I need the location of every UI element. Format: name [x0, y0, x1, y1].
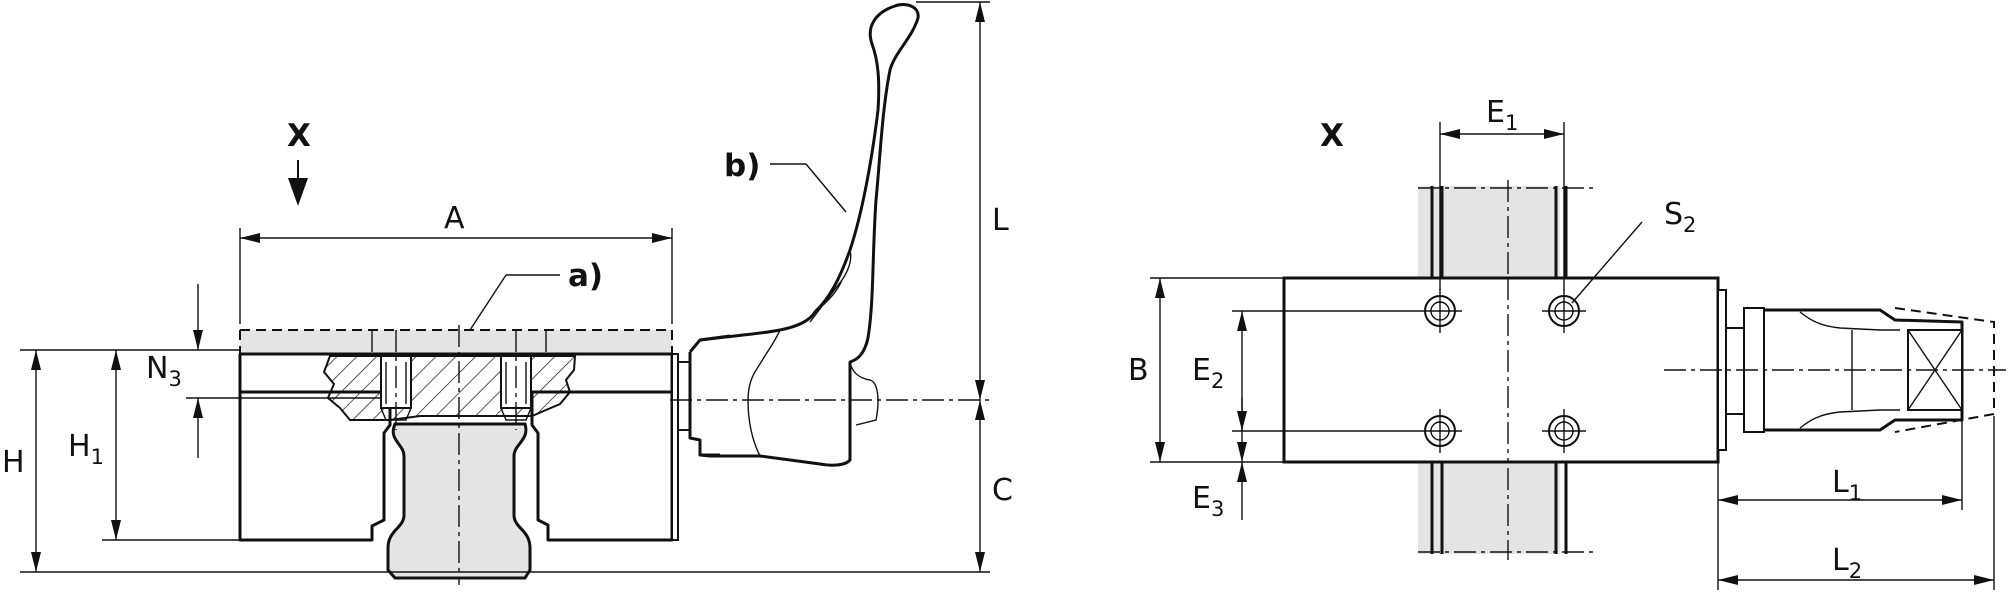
side-view: X [2, 1, 1013, 585]
clamp-body [238, 352, 679, 542]
dim-L2: L2 [1718, 416, 1995, 590]
dim-label-A: A [444, 201, 465, 236]
dim-L: L [916, 1, 1009, 400]
callout-S2: S2 [1571, 197, 1696, 304]
dim-label-S2: S2 [1664, 197, 1696, 237]
clamping-lever-top [1664, 289, 2006, 451]
callout-b: b) [724, 148, 847, 213]
clamping-lever [670, 3, 990, 467]
callout-a-label: a) [568, 258, 603, 294]
dim-E3: E3 [1192, 398, 1247, 521]
view-label-right: X [1320, 118, 1344, 154]
dim-H: H [2, 349, 990, 573]
dim-label-B: B [1128, 353, 1149, 388]
dim-E2: E2 [1192, 310, 1418, 432]
dim-N3: N3 [146, 284, 380, 458]
top-view: X [1128, 95, 2006, 590]
dim-E1: E1 [1439, 95, 1565, 290]
dim-label-E3: E3 [1192, 481, 1224, 521]
dim-label-H1: H1 [68, 429, 104, 469]
mounting-holes [1418, 289, 1586, 453]
callout-b-label: b) [724, 148, 760, 184]
callout-a: a) [469, 258, 603, 331]
view-label-left: X [287, 118, 311, 154]
dim-label-H: H [2, 445, 25, 480]
dim-C: C [975, 400, 1013, 572]
dim-H1: H1 [68, 350, 240, 541]
clamp-body-top [1282, 276, 1720, 464]
dim-label-E2: E2 [1192, 353, 1224, 393]
view-arrow: X [287, 118, 311, 206]
guide-rail [386, 422, 532, 580]
dim-A: A [239, 201, 673, 324]
dim-label-N3: N3 [146, 351, 182, 391]
dim-B: B [1128, 277, 1284, 463]
dim-label-L: L [992, 203, 1009, 238]
clamp-plate [240, 330, 672, 354]
dim-L1: L1 [1717, 420, 1963, 590]
dim-label-L1: L1 [1832, 465, 1862, 505]
dim-label-C: C [992, 473, 1013, 508]
dim-label-L2: L2 [1832, 543, 1862, 583]
dim-label-E1: E1 [1486, 95, 1518, 135]
